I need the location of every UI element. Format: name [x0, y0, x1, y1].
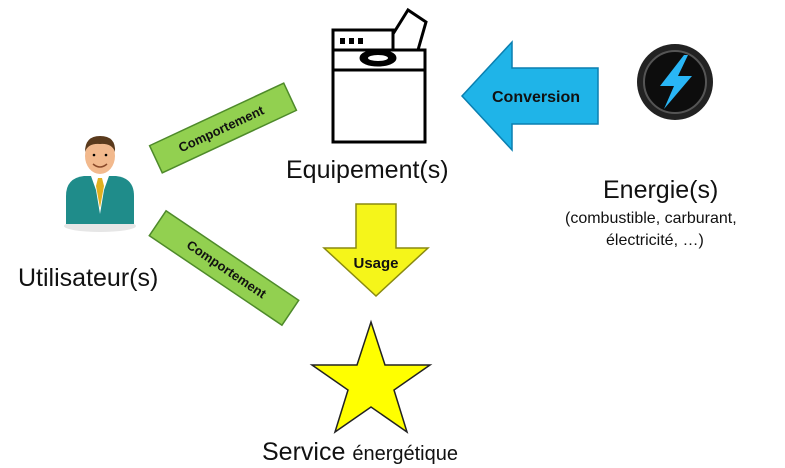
energy-label: Energie(s) [603, 176, 719, 204]
user-icon [64, 136, 136, 232]
equipment-label: Equipement(s) [286, 156, 449, 184]
behavior-box-top [148, 82, 298, 174]
usage-label: Usage [353, 255, 398, 272]
usage-arrow [322, 203, 430, 298]
energy-detail-line1: (combustible, carburant, [565, 210, 737, 227]
star-icon [309, 319, 433, 434]
behavior-label-bottom: Comportement [184, 237, 270, 302]
service-label-main: Service [262, 438, 346, 466]
behavior-box-bottom [148, 209, 300, 327]
washing-machine-icon [331, 7, 428, 144]
conversion-label: Conversion [492, 89, 580, 106]
service-label-secondary: énergétique [352, 443, 458, 465]
service-label: Service énergétique [262, 438, 458, 467]
user-label: Utilisateur(s) [18, 264, 159, 292]
conversion-arrow [460, 40, 599, 152]
energy-detail-line2: électricité, …) [606, 232, 704, 249]
lightning-icon [637, 44, 713, 120]
